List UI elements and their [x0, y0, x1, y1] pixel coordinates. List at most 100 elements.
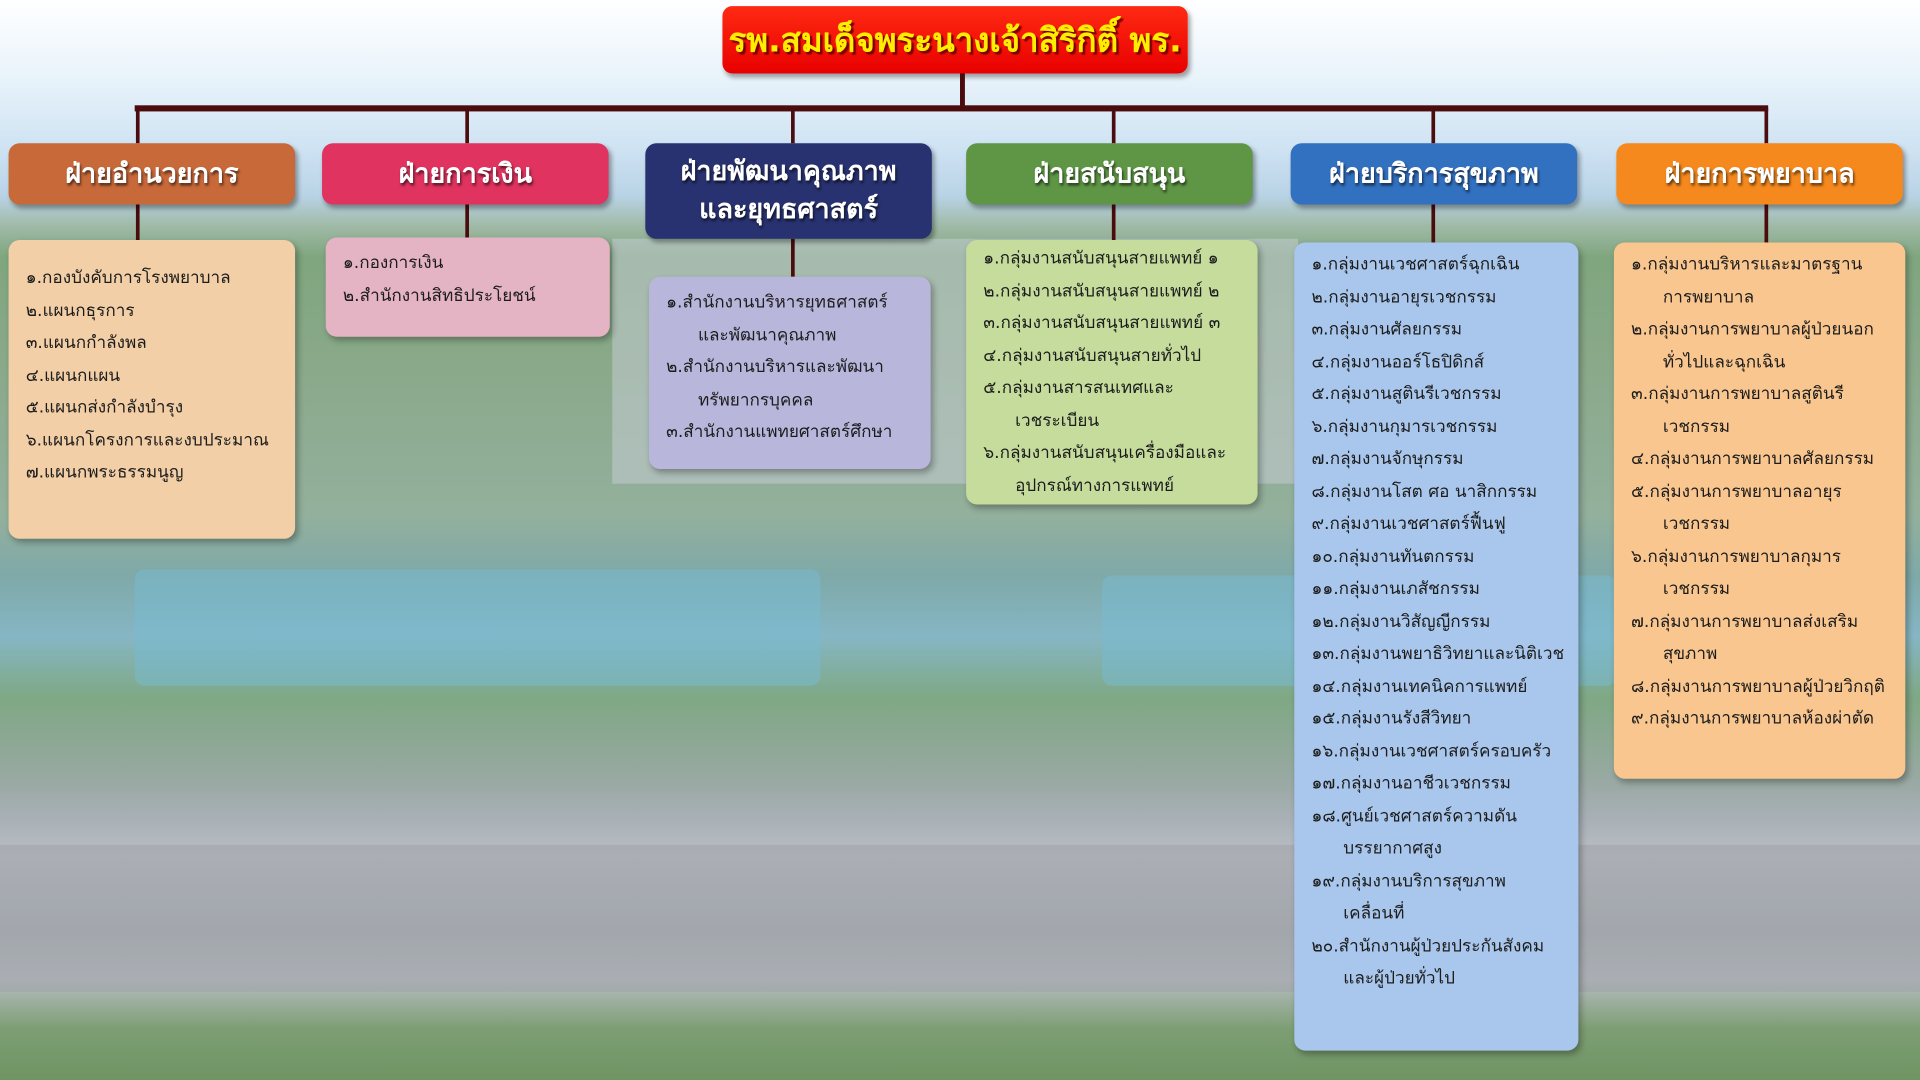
unit-item: ๑๐.กลุ่มงานทันตกรรม	[1311, 541, 1566, 573]
unit-list: ๑.กลุ่มงานสนับสนุนสายแพทย์ ๑๒.กลุ่มงานสน…	[966, 240, 1258, 505]
unit-item: ๘.กลุ่มงานโสต ศอ นาสิกกรรม	[1311, 476, 1566, 508]
unit-item: ๔.กลุ่มงานการพยาบาลศัลยกรรม	[1631, 443, 1893, 475]
unit-item-line: ๗.แผนกพระธรรมนูญ	[25, 462, 184, 483]
department-name: ฝ่ายพัฒนาคุณภาพ	[680, 156, 897, 188]
unit-item: ๑.กลุ่มงานบริหารและมาตรฐานการพยาบาล	[1631, 249, 1893, 314]
unit-item: ๑๑.กลุ่มงานเภสัชกรรม	[1311, 573, 1566, 605]
unit-item: ๕.กลุ่มงานสารสนเทศและเวชระเบียน	[983, 372, 1245, 437]
unit-item: ๗.แผนกพระธรรมนูญ	[26, 457, 283, 489]
unit-list: ๑.สำนักงานบริหารยุทธศาสตร์และพัฒนาคุณภาพ…	[648, 276, 931, 469]
unit-item-line: ๖.กลุ่มงานกุมารเวชกรรม	[1311, 416, 1498, 437]
department-name: ฝ่ายการพยาบาล	[1664, 158, 1855, 190]
unit-item-line: ๑๑.กลุ่มงานเภสัชกรรม	[1311, 579, 1480, 599]
unit-item-line: ๖.แผนกโครงการและงบประมาณ	[25, 430, 269, 451]
unit-item-line: ๘.กลุ่มงานโสต ศอ นาสิกกรรม	[1311, 481, 1538, 502]
unit-item-line: ๒.แผนกธุรการ	[25, 300, 135, 321]
connector	[135, 204, 139, 241]
unit-item: ๙.กลุ่มงานเวชศาสตร์ฟื้นฟู	[1311, 508, 1566, 540]
unit-item-line: และผู้ป่วยทั่วไป	[1343, 968, 1456, 989]
background-lake	[134, 569, 821, 686]
connector	[1430, 107, 1435, 144]
unit-item-line: ๑๒.กลุ่มงานวิสัญญีกรรม	[1311, 611, 1491, 632]
unit-item-line: ๒๐.สำนักงานผู้ป่วยประกันสังคม	[1311, 936, 1545, 956]
department-header: ฝ่ายอำนวยการ	[8, 143, 296, 205]
hospital-title: รพ.สมเด็จพระนางเจ้าสิริกิติ์ พร.	[722, 6, 1188, 74]
unit-item: ๑๔.กลุ่มงานเทคนิคการแพทย์	[1311, 670, 1566, 702]
connector	[1430, 204, 1435, 243]
unit-item-line: ๑๓.กลุ่มงานพยาธิวิทยาและนิติเวช	[1311, 644, 1565, 664]
unit-item-line: ทรัพยากรบุคคล	[697, 390, 814, 410]
unit-item-line: ๕.กลุ่มงานสูตินรีเวชกรรม	[1311, 384, 1502, 405]
unit-item: ๓.กลุ่มงานการพยาบาลสูตินรีเวชกรรม	[1631, 378, 1893, 443]
unit-item-line: เวชกรรม	[1662, 579, 1731, 599]
department-name: ฝ่ายบริการสุขภาพ	[1329, 158, 1539, 190]
unit-item-line: ๒.กลุ่มงานการพยาบาลผู้ป่วยนอก	[1631, 319, 1874, 340]
unit-list: ๑.กลุ่มงานบริหารและมาตรฐานการพยาบาล๒.กลุ…	[1613, 242, 1906, 779]
unit-item-line: เวชระเบียน	[1015, 410, 1100, 431]
unit-item: ๔.กลุ่มงานออร์โธปิดิกส์	[1311, 346, 1566, 378]
unit-item-line: ๔.กลุ่มงานออร์โธปิดิกส์	[1311, 352, 1485, 372]
unit-item-line: ๑๖.กลุ่มงานเวชศาสตร์ครอบครัว	[1311, 741, 1552, 762]
unit-item-line: อุปกรณ์ทางการแพทย์	[1015, 475, 1174, 496]
unit-item: ๖.แผนกโครงการและงบประมาณ	[26, 424, 283, 456]
unit-item-line: ๒.สำนักงานบริหารและพัฒนา	[666, 357, 884, 378]
connector	[1763, 204, 1768, 243]
unit-item: ๓.แผนกกำลังพล	[26, 327, 283, 359]
connector	[790, 107, 795, 144]
unit-item: ๑๗.กลุ่มงานอาชีวเวชกรรม	[1311, 768, 1566, 800]
connector	[464, 204, 469, 238]
unit-item: ๓.กลุ่มงานศัลยกรรม	[1311, 313, 1566, 345]
unit-item: ๒.แผนกธุรการ	[26, 294, 283, 326]
connector	[134, 105, 1769, 112]
unit-item-line: ๕.กลุ่มงานสารสนเทศและ	[983, 378, 1174, 398]
unit-item-line: ๖.กลุ่มงานสนับสนุนเครื่องมือและ	[983, 443, 1227, 463]
unit-item: ๑.กองบังคับการโรงพยาบาล	[26, 262, 283, 294]
unit-item: ๑๙.กลุ่มงานบริการสุขภาพเคลื่อนที่	[1311, 865, 1566, 930]
unit-item-line: ๓.กลุ่มงานสนับสนุนสายแพทย์ ๓	[983, 313, 1221, 334]
unit-item: ๗.กลุ่มงานการพยาบาลส่งเสริมสุขภาพ	[1631, 606, 1893, 671]
unit-item-line: ๕.กลุ่มงานการพยาบาลอายุร	[1631, 481, 1842, 502]
unit-item: ๒.สำนักงานบริหารและพัฒนาทรัพยากรบุคคล	[666, 351, 918, 416]
background-road	[0, 844, 1920, 992]
unit-item: ๘.กลุ่มงานการพยาบาลผู้ป่วยวิกฤติ	[1631, 670, 1893, 702]
department-name: ฝ่ายการเงิน	[398, 158, 533, 190]
unit-item: ๑๘.ศูนย์เวชศาสตร์ความดันบรรยากาศสูง	[1311, 800, 1566, 865]
unit-item-line: ๑๗.กลุ่มงานอาชีวเวชกรรม	[1311, 773, 1511, 794]
unit-item-line: ๑.กลุ่มงานบริหารและมาตรฐาน	[1631, 254, 1863, 275]
connector	[790, 238, 795, 277]
unit-item-line: ๓.สำนักงานแพทยศาสตร์ศึกษา	[666, 422, 893, 443]
unit-item-line: เคลื่อนที่	[1343, 903, 1405, 924]
unit-item-line: ทั่วไปและฉุกเฉิน	[1662, 352, 1786, 372]
unit-item-line: ๓.กลุ่มงานศัลยกรรม	[1311, 319, 1463, 340]
unit-item: ๒๐.สำนักงานผู้ป่วยประกันสังคมและผู้ป่วยท…	[1311, 930, 1566, 995]
unit-item-line: ๖.กลุ่มงานการพยาบาลกุมาร	[1631, 546, 1841, 567]
unit-item-line: เวชกรรม	[1662, 514, 1731, 534]
unit-item-line: บรรยากาศสูง	[1343, 838, 1442, 859]
unit-item-line: เวชกรรม	[1662, 416, 1731, 437]
unit-item: ๓.สำนักงานแพทยศาสตร์ศึกษา	[666, 416, 918, 448]
department-header: ฝ่ายการเงิน	[322, 143, 609, 205]
connector	[960, 73, 965, 108]
unit-item: ๔.กลุ่มงานสนับสนุนสายทั่วไป	[983, 340, 1245, 372]
department-header: ฝ่ายพัฒนาคุณภาพและยุทธศาสตร์	[645, 143, 932, 239]
department-name: ฝ่ายสนับสนุน	[1033, 158, 1186, 190]
unit-item-line: ๑.กลุ่มงานเวชศาสตร์ฉุกเฉิน	[1311, 254, 1520, 275]
unit-item-line: ๑.สำนักงานบริหารยุทธศาสตร์	[666, 292, 888, 313]
unit-item: ๙.กลุ่มงานการพยาบาลห้องผ่าตัด	[1631, 703, 1893, 735]
unit-item: ๑.กองการเงิน	[343, 247, 598, 279]
unit-item-line: ๒.สำนักงานสิทธิประโยชน์	[342, 285, 536, 306]
connector	[1763, 107, 1768, 144]
department-header: ฝ่ายการพยาบาล	[1616, 143, 1903, 205]
unit-item-line: ๗.กลุ่มงานจักษุกรรม	[1311, 449, 1464, 469]
unit-item: ๑๖.กลุ่มงานเวชศาสตร์ครอบครัว	[1311, 735, 1566, 767]
unit-list: ๑.กองการเงิน๒.สำนักงานสิทธิประโยชน์	[325, 237, 610, 337]
department-name: ฝ่ายอำนวยการ	[65, 158, 239, 190]
unit-list: ๑.กองบังคับการโรงพยาบาล๒.แผนกธุรการ๓.แผน…	[8, 240, 296, 539]
connector	[464, 107, 469, 144]
unit-item: ๑๓.กลุ่มงานพยาธิวิทยาและนิติเวช	[1311, 638, 1566, 670]
unit-item-line: ๙.กลุ่มงานการพยาบาลห้องผ่าตัด	[1631, 708, 1875, 729]
unit-item-line: ๓.กลุ่มงานการพยาบาลสูตินรี	[1631, 384, 1844, 405]
unit-item: ๑.กลุ่มงานสนับสนุนสายแพทย์ ๑	[983, 242, 1245, 274]
department-header: ฝ่ายบริการสุขภาพ	[1290, 143, 1578, 205]
